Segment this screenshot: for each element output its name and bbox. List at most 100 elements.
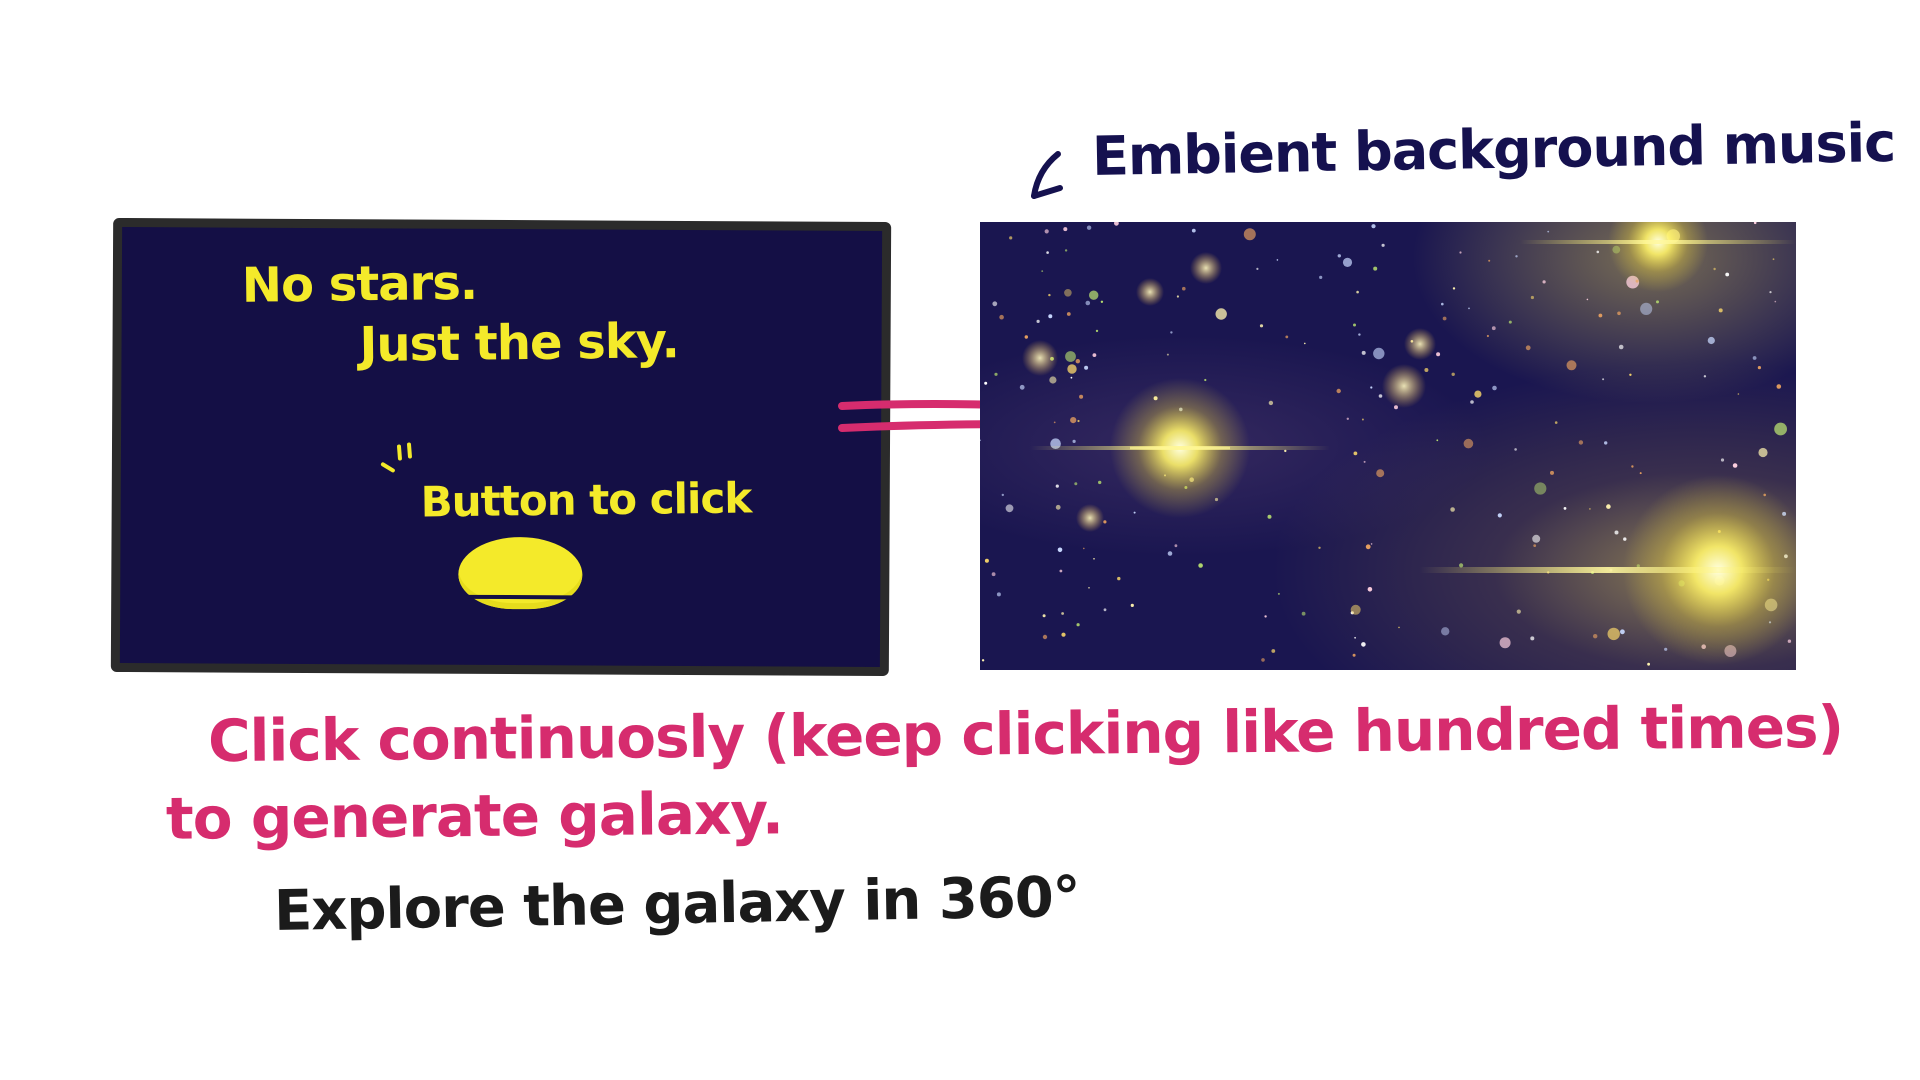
star <box>1342 257 1353 267</box>
star <box>1769 291 1772 294</box>
star <box>1398 626 1400 629</box>
star <box>1063 227 1068 232</box>
star <box>1070 376 1073 379</box>
star <box>1361 642 1366 647</box>
star <box>1470 400 1474 404</box>
no-stars-text: No stars. <box>241 254 478 314</box>
star <box>1713 267 1716 271</box>
star <box>1373 347 1385 360</box>
star <box>1277 592 1280 595</box>
quote-marks-icon <box>380 442 412 473</box>
star <box>1198 563 1203 568</box>
star <box>1095 329 1099 333</box>
star <box>1787 639 1792 643</box>
star <box>1024 335 1028 339</box>
star <box>1055 504 1061 510</box>
star-field <box>980 222 1796 666</box>
star <box>1530 636 1535 641</box>
galaxy-panel <box>980 222 1796 670</box>
star <box>1629 373 1632 376</box>
star <box>1301 611 1306 616</box>
star <box>1356 290 1359 294</box>
music-annotation: Embient background music <box>1091 110 1896 189</box>
star <box>1264 615 1267 618</box>
star <box>984 381 988 385</box>
star <box>991 572 996 577</box>
star <box>1459 563 1464 568</box>
star <box>1459 251 1462 254</box>
star <box>1353 323 1356 327</box>
star <box>1100 300 1104 303</box>
star <box>1381 243 1385 247</box>
star <box>1720 458 1725 462</box>
click-instruction-line-2: to generate galaxy. <box>165 779 784 853</box>
star <box>1586 298 1589 301</box>
star <box>1463 438 1474 449</box>
star <box>1451 372 1455 376</box>
star <box>1468 307 1470 310</box>
star <box>1491 326 1496 331</box>
star <box>1361 350 1366 355</box>
star <box>1772 258 1775 261</box>
star <box>1550 470 1554 475</box>
star <box>1530 295 1534 300</box>
star <box>1215 308 1227 320</box>
star <box>1304 342 1306 345</box>
medium-star <box>1382 364 1426 408</box>
star <box>1089 290 1099 300</box>
star <box>1367 587 1373 592</box>
star <box>1284 449 1287 453</box>
star <box>1042 614 1046 618</box>
star <box>1361 418 1364 421</box>
star <box>1441 627 1450 636</box>
star <box>1542 280 1546 284</box>
star <box>1285 335 1289 339</box>
star <box>1318 546 1321 549</box>
star <box>1725 272 1730 277</box>
star <box>1337 254 1341 258</box>
star <box>1098 480 1102 485</box>
click-instruction-line-1: Click continuosly (keep clicking like hu… <box>207 692 1844 776</box>
star <box>1271 649 1276 653</box>
star <box>1474 390 1482 398</box>
star <box>1757 366 1761 370</box>
star <box>1566 360 1577 371</box>
star <box>1514 448 1517 451</box>
star <box>1353 451 1358 456</box>
star <box>1276 259 1279 261</box>
star-flare <box>1420 567 1796 573</box>
star <box>1441 302 1444 306</box>
star <box>1620 629 1625 635</box>
generate-galaxy-button[interactable] <box>458 536 583 610</box>
star <box>1117 576 1121 581</box>
bright-star <box>1608 222 1708 292</box>
star <box>1732 463 1738 468</box>
star <box>1596 250 1600 254</box>
star <box>1589 508 1591 510</box>
star <box>1042 634 1048 640</box>
star <box>1261 658 1265 662</box>
medium-star <box>1076 504 1104 532</box>
star <box>1373 266 1378 271</box>
star <box>1086 225 1092 230</box>
star <box>1268 400 1274 406</box>
star <box>1452 287 1456 290</box>
star <box>1707 336 1715 345</box>
star <box>1703 375 1707 378</box>
star <box>1059 569 1063 573</box>
star <box>1758 447 1768 458</box>
star <box>1602 378 1605 381</box>
star <box>1267 514 1272 519</box>
star <box>1167 551 1173 556</box>
star <box>1005 504 1014 513</box>
star <box>1064 289 1072 297</box>
star <box>1424 368 1429 372</box>
star <box>1191 228 1196 233</box>
star <box>1774 300 1777 303</box>
star <box>994 372 998 376</box>
star <box>1182 286 1186 291</box>
star <box>1718 308 1723 313</box>
star <box>1176 295 1179 298</box>
star <box>1508 320 1512 324</box>
star <box>1363 460 1366 463</box>
